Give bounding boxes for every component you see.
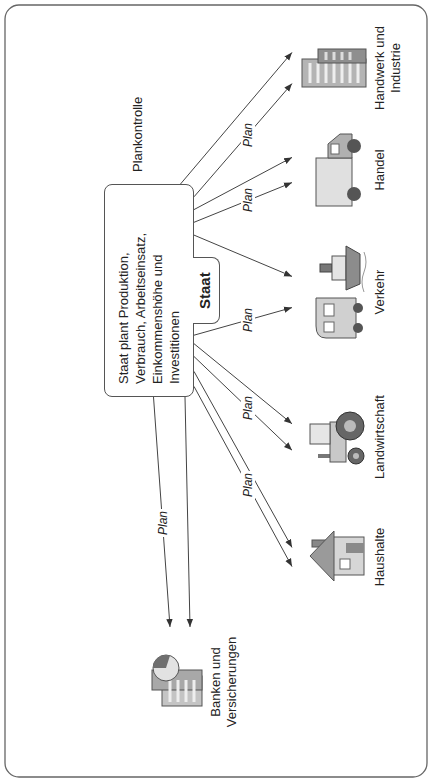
box-heading-tab: Staat [193,257,220,324]
sector-node: Handwerk und Industrie [292,16,404,120]
truck-icon [296,130,368,210]
edge-label: Plan [156,509,170,537]
plan-arrow [194,371,292,547]
plan-arrow [194,357,292,451]
edge-label: Plan [241,121,255,149]
plan-arrow [194,84,292,197]
sector-label: Banken und Versicherungen [208,629,240,735]
control-label: Plankontrolle [130,97,146,172]
sector-label: Landwirtschaft [372,395,388,479]
state-box: Staat plant Produktion, Verbrauch, Arbei… [104,184,194,397]
box-body-text: Staat plant Produktion, Verbrauch, Arbei… [115,197,183,384]
plan-arrow [194,183,292,223]
frame-border [5,5,427,777]
sector-label: Haushalte [372,528,388,587]
plan-arrow [181,52,293,184]
sector-label: Handel [372,149,388,190]
sector-node: Haushalte [292,525,388,589]
factory-building-icon [296,43,368,93]
bank-icon [144,652,204,712]
sector-node: Verkehr [292,240,388,344]
edge-label: Plan [241,306,255,334]
sector-label: Handwerk und Industrie [372,18,404,118]
sector-node: Landwirtschaft [292,393,388,481]
edge-label: Plan [241,394,255,422]
tractor-icon [296,402,368,472]
edge-label: Plan [241,471,255,499]
sector-node: Handel [292,128,388,212]
plan-arrow [194,344,292,424]
sector-node: Banken und Versicherungen [140,627,240,737]
plan-arrow [185,397,190,627]
house-icon [296,527,368,587]
plan-arrow [194,386,292,566]
plan-arrow [154,397,171,627]
edge-label: Plan [241,186,255,214]
train-ship-icon [296,242,368,342]
sector-label: Verkehr [372,270,388,315]
